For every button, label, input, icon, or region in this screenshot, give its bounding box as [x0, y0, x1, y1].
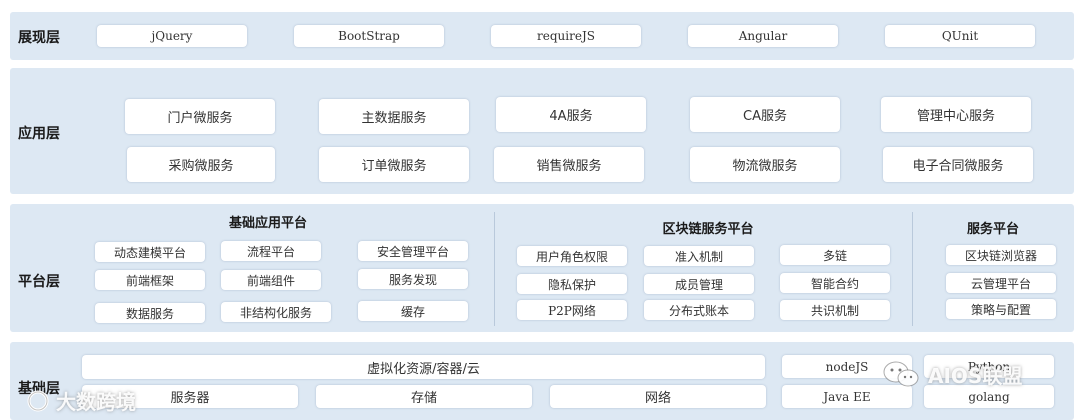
blockchain-item: 共识机制 — [780, 300, 890, 320]
runtime-python: Python — [924, 355, 1054, 378]
basic-platform-title: 基础应用平台 — [228, 216, 307, 231]
app-service: 主数据服务 — [319, 99, 469, 134]
app-service: 销售微服务 — [494, 147, 644, 182]
runtime-golang: golang — [924, 385, 1054, 408]
blockchain-item: 成员管理 — [644, 274, 754, 294]
service-platform-item: 云管理平台 — [946, 273, 1056, 293]
blockchain-item: 分布式账本 — [644, 300, 754, 320]
platform-item: 非结构化服务 — [221, 302, 331, 322]
app-service: 4A服务 — [496, 97, 646, 132]
application-layer-label: 应用层 — [18, 126, 60, 142]
platform-item: 缓存 — [358, 301, 468, 321]
blockchain-platform-title: 区块链服务平台 — [662, 222, 754, 237]
tech-bootstrap: BootStrap — [294, 25, 444, 47]
platform-divider — [912, 212, 913, 326]
platform-item: 安全管理平台 — [358, 241, 468, 261]
platform-layer-label: 平台层 — [18, 274, 60, 290]
platform-item: 数据服务 — [95, 303, 205, 323]
platform-item: 服务发现 — [358, 269, 468, 289]
app-service: 管理中心服务 — [881, 97, 1031, 132]
tech-angular: Angular — [688, 25, 838, 47]
tech-requirejs: requireJS — [491, 25, 641, 47]
service-platform-title: 服务平台 — [966, 222, 1019, 237]
app-service: 门户微服务 — [125, 99, 275, 134]
presentation-layer-label: 展现层 — [18, 30, 60, 46]
app-service: 采购微服务 — [127, 147, 275, 182]
watermark-right-icon — [883, 361, 919, 387]
watermark-left-icon — [27, 390, 49, 412]
runtime-nodejs: nodeJS — [782, 355, 912, 378]
watermark-right: AIOS联盟 — [928, 364, 1023, 388]
platform-item: 前端组件 — [221, 270, 321, 290]
watermark-left: 大数跨境 — [56, 390, 136, 414]
app-service: CA服务 — [690, 97, 840, 132]
infrastructure-layer-label: 基础层 — [18, 381, 60, 397]
blockchain-item: 隐私保护 — [517, 274, 627, 294]
tech-qunit: QUnit — [885, 25, 1035, 47]
tech-jquery: jQuery — [97, 25, 247, 47]
platform-item: 动态建模平台 — [95, 242, 205, 262]
service-platform-item: 区块链浏览器 — [946, 245, 1056, 265]
platform-divider — [494, 212, 495, 326]
infra-item-storage: 存储 — [316, 385, 532, 408]
blockchain-item: 多链 — [780, 245, 890, 265]
app-service: 订单微服务 — [319, 147, 469, 182]
virtualization-box: 虚拟化资源/容器/云 — [82, 355, 765, 379]
infra-item-network: 网络 — [550, 385, 766, 408]
platform-item: 前端框架 — [95, 270, 205, 290]
service-platform-item: 策略与配置 — [946, 299, 1056, 319]
app-service: 电子合同微服务 — [883, 147, 1033, 182]
blockchain-item: 准入机制 — [644, 246, 754, 266]
blockchain-item: P2P网络 — [517, 300, 627, 320]
blockchain-item: 智能合约 — [780, 273, 890, 293]
platform-item: 流程平台 — [221, 241, 321, 261]
app-service: 物流微服务 — [690, 147, 840, 182]
runtime-javaee: Java EE — [782, 385, 912, 408]
blockchain-item: 用户角色权限 — [517, 246, 627, 266]
infra-item-server: 服务器 — [82, 385, 298, 408]
